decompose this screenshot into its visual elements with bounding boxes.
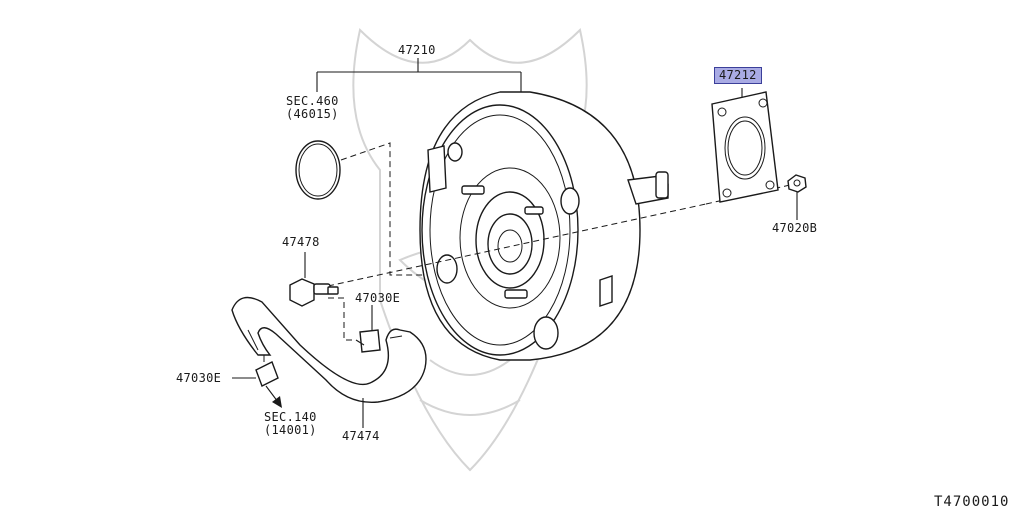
- label-gasket-highlighted[interactable]: 47212: [714, 67, 762, 84]
- label-booster: 47210: [398, 43, 436, 57]
- label-nut: 47020B: [772, 221, 818, 235]
- nut: [787, 174, 807, 220]
- label-check-valve: 47478: [282, 235, 320, 249]
- check-valve: [289, 252, 339, 307]
- o-ring: [295, 140, 341, 200]
- gasket: [711, 88, 779, 203]
- label-sec140-code: (14001): [264, 423, 317, 437]
- booster-leader: [316, 58, 522, 96]
- label-hose: 47474: [342, 429, 380, 443]
- diagram-code: T4700010: [934, 494, 1010, 510]
- hose-clamp-lower: [232, 355, 279, 387]
- vacuum-hose: [231, 296, 427, 404]
- hose-clamp-upper: [328, 297, 381, 353]
- label-sec140: SEC.140: [264, 410, 317, 424]
- label-sec460: SEC.460: [286, 94, 339, 108]
- label-clamp-upper: 47030E: [355, 291, 401, 305]
- brake-booster: [419, 91, 669, 361]
- label-clamp-lower: 47030E: [176, 371, 222, 385]
- direction-arrow-icon: [265, 385, 282, 408]
- label-sec460-code: (46015): [286, 107, 339, 121]
